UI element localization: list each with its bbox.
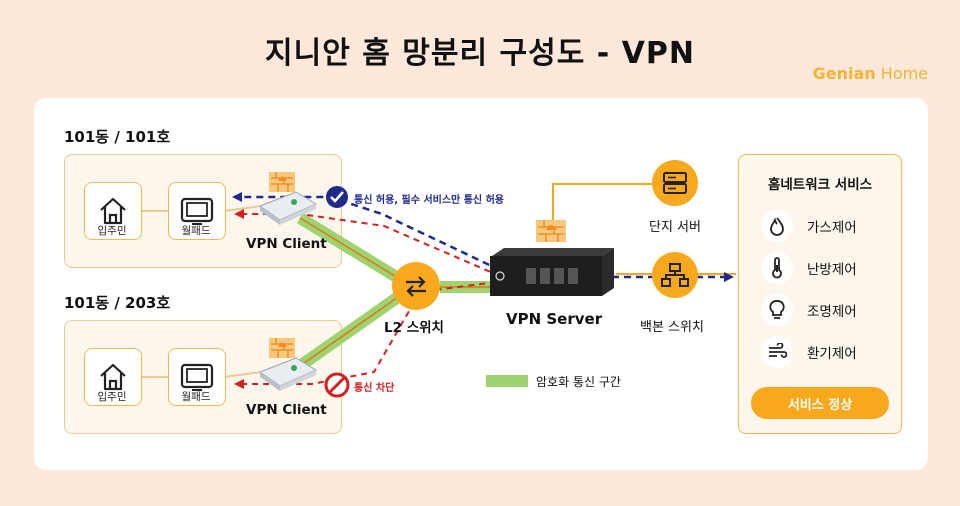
resident-tile-1 <box>84 182 142 240</box>
unit-1-client-line <box>223 205 263 212</box>
unit-2-client-line <box>223 371 263 378</box>
service-item-gas: 가스제어 <box>761 209 857 243</box>
service-item-lighting: 조명제어 <box>761 293 857 327</box>
services-title: 홈네트워크 서비스 <box>767 177 873 193</box>
thermometer-icon <box>761 252 793 284</box>
complex-server-label: 단지 서버 <box>649 220 701 235</box>
legend-swatch <box>486 375 528 387</box>
allowed-check-mark <box>330 191 344 203</box>
flame-icon <box>761 210 793 242</box>
blocked-arrow-1 <box>234 209 244 219</box>
blocked-icon-slash <box>327 375 347 395</box>
complex-server <box>652 160 698 206</box>
wallpad-icon <box>180 197 214 225</box>
allowed-arrow <box>232 192 242 202</box>
vpn-client-device-1 <box>258 172 318 225</box>
wallpad-icon <box>180 363 214 391</box>
blocked-link-label: 통신 차단 <box>354 383 395 394</box>
resident-caption-1: 입주민 <box>97 225 127 237</box>
wallpad-caption-2: 월패드 <box>181 391 211 403</box>
page-title: 지니안 홈 망분리 구성도 - VPN <box>265 36 695 71</box>
switch-arrows-icon <box>406 276 426 297</box>
lightbulb-icon <box>761 294 793 326</box>
vpn-client-label-1: VPN Client <box>246 236 327 252</box>
backbone-switch <box>652 252 698 298</box>
service-status-button[interactable]: 서비스 정상 <box>751 387 889 419</box>
firewall-icon <box>269 338 295 358</box>
unit-1-label: 101동 / 101호 <box>64 128 171 146</box>
legend-label: 암호화 통신 구간 <box>536 375 621 389</box>
link-unit-2 <box>299 289 409 367</box>
wallpad-tile-2 <box>168 348 226 406</box>
network-icon <box>661 263 689 287</box>
vpn-server-device <box>490 220 614 296</box>
backbone-switch-label: 백본 스위치 <box>640 320 704 335</box>
resident-tile-2 <box>84 348 142 406</box>
wind-icon <box>761 336 793 368</box>
firewall-icon <box>269 172 295 192</box>
vpn-client-device-2 <box>258 338 318 391</box>
resident-caption-2: 입주민 <box>97 391 127 403</box>
firewall-icon <box>536 220 566 242</box>
blocked-arrow-2 <box>234 379 244 389</box>
wallpad-tile-1 <box>168 182 226 240</box>
wallpad-caption-1: 월패드 <box>181 225 211 237</box>
vpn-client-label-2: VPN Client <box>246 402 327 418</box>
unit-2-label: 101동 / 203호 <box>64 294 171 312</box>
home-network-services: 홈네트워크 서비스 가스제어 난방제어 조명제어 환기제어 서비스 정상 <box>738 154 902 434</box>
house-icon <box>100 363 126 391</box>
l2-switch-label: L2 스위치 <box>384 320 444 336</box>
allowed-link-label: 통신 허용, 필수 서비스만 통신 허용 <box>354 195 505 206</box>
allowed-arrow-services <box>724 272 734 282</box>
link-server-complex <box>552 183 652 224</box>
service-item-ventilation: 환기제어 <box>761 335 857 369</box>
l2-switch <box>392 262 440 310</box>
link-unit-1 <box>299 217 409 285</box>
brand-logo: Genian Home <box>812 64 928 83</box>
vpn-server-label: VPN Server <box>506 310 603 328</box>
house-icon <box>100 197 126 225</box>
service-item-heating: 난방제어 <box>761 251 857 285</box>
server-icon <box>663 172 687 194</box>
